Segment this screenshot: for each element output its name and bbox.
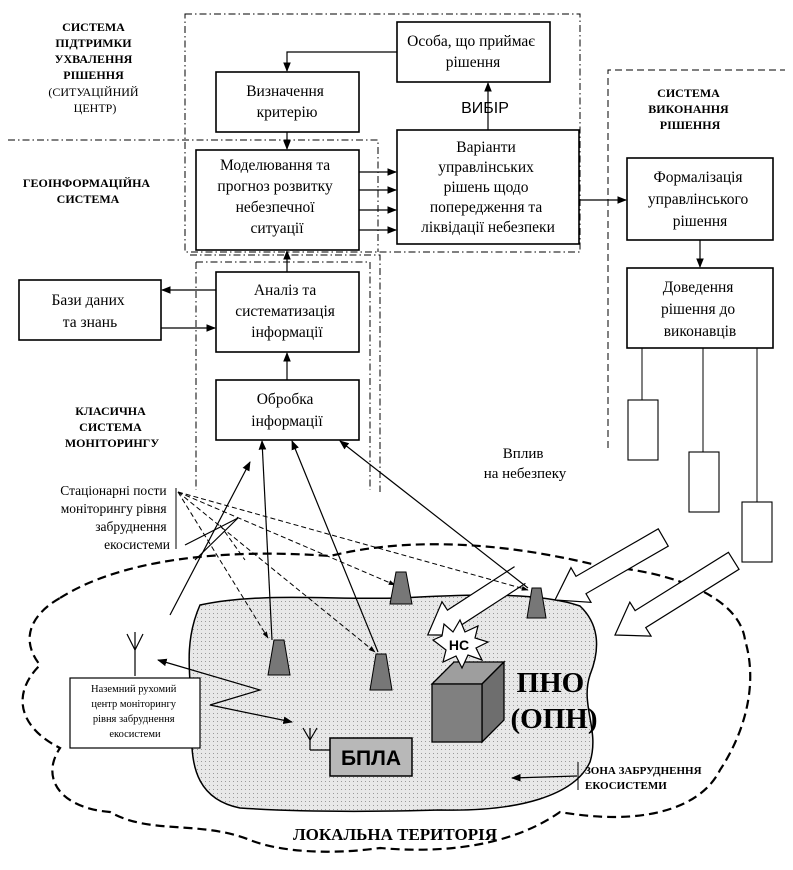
- variants-label: Варіанти управлінських рішень щодо попер…: [421, 139, 555, 236]
- arrow-sensor1-to-processing: [258, 440, 273, 641]
- decision-maker-label: Особа, що приймає рішення: [407, 33, 539, 71]
- processing-label: Обробка інформації: [251, 391, 323, 430]
- pollution-zone-area: [188, 594, 598, 813]
- mobile-center-antenna-icon: [126, 632, 144, 676]
- decision-maker-box: [396, 21, 551, 83]
- radio-link-mobile-uav: [157, 658, 293, 725]
- pollution-zone-label: ЗОНА ЗАБРУДНЕННЯ ЕКОСИСТЕМИ: [585, 765, 704, 792]
- dashed-arrow-post-e: [219, 524, 246, 561]
- executor-1: [627, 348, 659, 461]
- stationary-posts-label: Стаціонарні пости моніторингу рівня забр…: [60, 483, 170, 552]
- criteria-box: [215, 71, 360, 133]
- dashed-arrow-post-b: [177, 491, 529, 591]
- uav-label: БПЛА: [341, 747, 401, 770]
- support-system-boundary: [184, 13, 581, 253]
- formalization-label: Формалізація управлінського рішення: [648, 169, 752, 230]
- analysis-label: Аналіз та систематизація інформації: [235, 282, 339, 341]
- criteria-label: Визначення критерію: [246, 83, 328, 121]
- impact-arrow-2: [554, 528, 670, 603]
- hazard-object-cube-icon: [430, 660, 506, 744]
- sensor-post-3: [389, 571, 413, 605]
- arrow-mobile-to-processing: [169, 461, 251, 616]
- local-territory-label: ЛОКАЛЬНА ТЕРИТОРІЯ: [293, 825, 497, 844]
- classic-monitoring-label: КЛАСИЧНА СИСТЕМА МОНІТОРИНГУ: [65, 404, 159, 450]
- sensor-post-4: [526, 587, 547, 619]
- execution-system-boundary: [607, 69, 785, 448]
- pointer-posts-1: [184, 517, 239, 546]
- executor-2: [688, 348, 720, 513]
- sensor-post-2: [369, 653, 393, 691]
- execution-system-label: СИСТЕМА ВИКОНАННЯ РІШЕННЯ: [648, 86, 731, 132]
- arrow-decision-to-criteria: [283, 51, 397, 72]
- databases-box: [18, 279, 162, 341]
- databases-label: Бази даних та знань: [51, 292, 128, 331]
- impact-arrow-3: [614, 551, 740, 637]
- support-system-label: СИСТЕМА ПІДТРИМКИ УХВАЛЕННЯ РІШЕННЯ (СИТ…: [48, 20, 141, 115]
- monitoring-system-boundary: [195, 261, 371, 490]
- local-territory-boundary: [21, 543, 752, 853]
- uav-antenna-icon: [302, 727, 330, 751]
- arrow-zone-pointer: [511, 773, 578, 782]
- emergency-label: НС: [449, 637, 469, 653]
- choice-label: ВИБІР: [461, 100, 509, 117]
- uav-box: [329, 737, 413, 777]
- pointer-posts-2: [194, 517, 239, 561]
- dashed-arrow-post-a: [177, 491, 396, 586]
- emergency-burst-icon: [431, 618, 490, 670]
- modeling-box: [195, 149, 360, 251]
- delivery-box: [626, 267, 774, 349]
- delivery-label: Доведення рішення до виконавців: [661, 279, 739, 340]
- executor-3: [741, 348, 773, 563]
- arrow-sensor3-to-processing: [339, 440, 529, 589]
- mobile-center-label: Наземний рухомий центр моніторингу рівня…: [91, 684, 179, 740]
- hazard-object-label: ПНО (ОПН): [511, 667, 598, 735]
- dashed-arrow-post-c: [177, 491, 376, 653]
- modeling-label: Моделювання та прогноз розвитку небезпеч…: [217, 157, 336, 237]
- processing-box: [215, 379, 360, 441]
- variants-box: [396, 129, 580, 245]
- dashed-arrow-post-d: [177, 491, 269, 639]
- impact-label: Вплив на небезпеку: [484, 446, 567, 482]
- monitoring-system-boundary-right: [190, 254, 381, 492]
- geo-system-label: ГЕОІНФОРМАЦІЙНА СИСТЕМА: [23, 176, 153, 206]
- arrow-sensor2-to-processing: [291, 440, 379, 653]
- formalization-box: [626, 157, 774, 241]
